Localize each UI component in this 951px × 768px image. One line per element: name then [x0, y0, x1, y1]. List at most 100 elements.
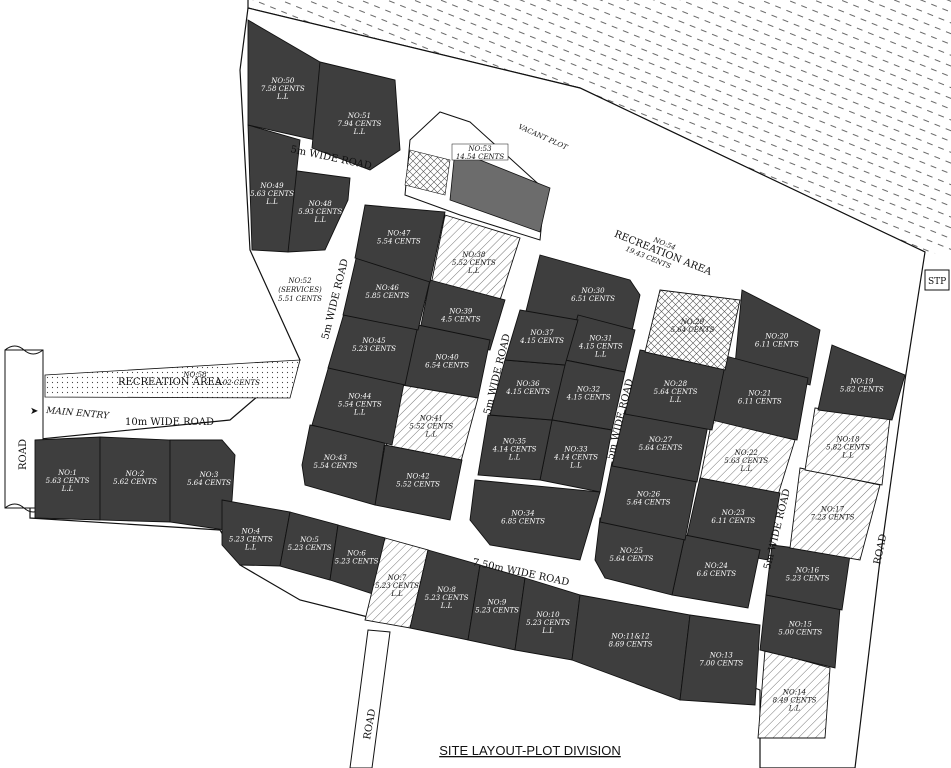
- plot-number: NO:46: [375, 284, 400, 292]
- layout-title: SITE LAYOUT-PLOT DIVISION: [439, 743, 621, 758]
- plot-area: 5.85 CENTS: [365, 292, 409, 300]
- plot-3[interactable]: [169, 439, 236, 531]
- plot-number: NO:21: [747, 390, 771, 398]
- plot-20[interactable]: [734, 289, 821, 386]
- plot-ll: L.L: [244, 544, 257, 552]
- plot-area: 7.00 CENTS: [699, 659, 743, 667]
- plot-area: 5.64 CENTS: [654, 388, 698, 396]
- plot-ll: L.L: [390, 590, 403, 598]
- plot-51[interactable]: [311, 61, 401, 171]
- plot-19[interactable]: [817, 344, 906, 421]
- recreation-58-name: RECREATION AREA: [118, 377, 223, 388]
- plot-label-25: NO:255.64 CENTS: [609, 547, 653, 563]
- plot-label-23: NO:236.11 CENTS: [711, 509, 755, 525]
- plot-label-24: NO:246.6 CENTS: [697, 562, 737, 578]
- plot-number: NO:17: [820, 505, 845, 513]
- plot-area: 4.5 CENTS: [440, 316, 481, 324]
- plot-area: 7.23 CENTS: [811, 513, 855, 521]
- plot-49[interactable]: [247, 124, 301, 253]
- plot-area: 5.62 CENTS: [113, 478, 157, 486]
- plot-ll: L.L: [541, 627, 554, 635]
- plot-number: NO:39: [448, 308, 473, 316]
- plot-number: NO:23: [721, 509, 746, 517]
- plot-ll: L.L: [669, 396, 682, 404]
- plot-area: 6.11 CENTS: [711, 517, 755, 525]
- plot-area: 5.54 CENTS: [313, 462, 357, 470]
- plot-area: 7.94 CENTS: [337, 120, 381, 128]
- plot-ll: L.L: [841, 451, 854, 459]
- road-left-label: ROAD: [18, 439, 29, 470]
- plot-34[interactable]: [469, 479, 601, 561]
- plot-area: 5.52 CENTS: [452, 259, 496, 267]
- plot-area: 4.15 CENTS: [505, 388, 550, 396]
- plot-label-39: NO:394.5 CENTS: [440, 308, 481, 324]
- plot-number: NO:36: [515, 380, 540, 388]
- plot-label-6: NO:65.23 CENTS: [335, 549, 379, 565]
- plot-53-no: NO:53: [467, 145, 492, 153]
- plot-number: NO:8: [436, 586, 456, 594]
- plot-area: 5.23 CENTS: [475, 606, 519, 614]
- plot-area: 6.54 CENTS: [425, 361, 469, 369]
- plot-area: 5.63 CENTS: [46, 477, 90, 485]
- plot-13[interactable]: [679, 614, 761, 706]
- plot-ll: L.L: [425, 431, 438, 439]
- plot-number: NO:27: [648, 436, 673, 444]
- bottom-road: [349, 629, 391, 768]
- plot-number: NO:47: [386, 229, 411, 237]
- road-bottom-label: ROAD: [362, 708, 378, 740]
- recreation-58-no: NO:58: [182, 371, 207, 379]
- plot-ll: L.L: [440, 602, 453, 610]
- plot-number: NO:25: [619, 547, 644, 555]
- plot-number: NO:18: [835, 435, 860, 443]
- plot-number: NO:32: [576, 386, 601, 394]
- plot-area: 5.23 CENTS: [288, 544, 332, 552]
- plot-number: NO:49: [259, 182, 284, 190]
- plot-area: 5.54 CENTS: [377, 237, 421, 245]
- plot-number: NO:5: [299, 536, 319, 544]
- plot-label-15: NO:155.00 CENTS: [778, 620, 822, 636]
- plot-number: NO:43: [323, 454, 348, 462]
- plot-label-3: NO:35.64 CENTS: [187, 471, 231, 487]
- plot-area: 5.64 CENTS: [639, 444, 683, 452]
- plot-number: NO:31: [588, 334, 612, 342]
- plot-29[interactable]: [644, 289, 741, 371]
- plot-number: NO:11&12: [610, 633, 650, 641]
- plot-47[interactable]: [354, 204, 446, 283]
- label-plot-53: NO:53 14.54 CENTS: [451, 143, 509, 161]
- plot-number: NO:42: [405, 473, 430, 481]
- plot-label-26: NO:265.64 CENTS: [627, 491, 671, 507]
- plot-number: NO:28: [663, 380, 688, 388]
- plot-4[interactable]: [221, 499, 291, 567]
- plot-area: 5.93 CENTS: [298, 208, 342, 216]
- plot-53-building: [404, 111, 551, 241]
- plot-52-cents: 5.51 CENTS: [278, 295, 322, 303]
- plot-ll: L.L: [467, 267, 480, 275]
- plot-number: NO:15: [788, 620, 813, 628]
- plot-ll: L.L: [508, 454, 521, 462]
- plot-area: 6.11 CENTS: [738, 398, 782, 406]
- plot-label-19: NO:195.82 CENTS: [840, 378, 884, 394]
- plot-number: NO:24: [704, 562, 728, 570]
- plot-37[interactable]: [504, 309, 579, 366]
- plot-number: NO:51: [347, 112, 371, 120]
- plot-label-11-12: NO:11&128.69 CENTS: [609, 633, 653, 649]
- plot-number: NO:41: [419, 415, 443, 423]
- plot-number: NO:2: [125, 470, 145, 478]
- plot-ll: L.L: [313, 216, 326, 224]
- plot-label-17: NO:177.23 CENTS: [811, 505, 855, 521]
- plot-label-16: NO:165.23 CENTS: [786, 566, 830, 582]
- plot-ll: L.L: [569, 462, 582, 470]
- plot-area: 5.64 CENTS: [609, 555, 653, 563]
- plot-area: 5.23 CENTS: [335, 557, 379, 565]
